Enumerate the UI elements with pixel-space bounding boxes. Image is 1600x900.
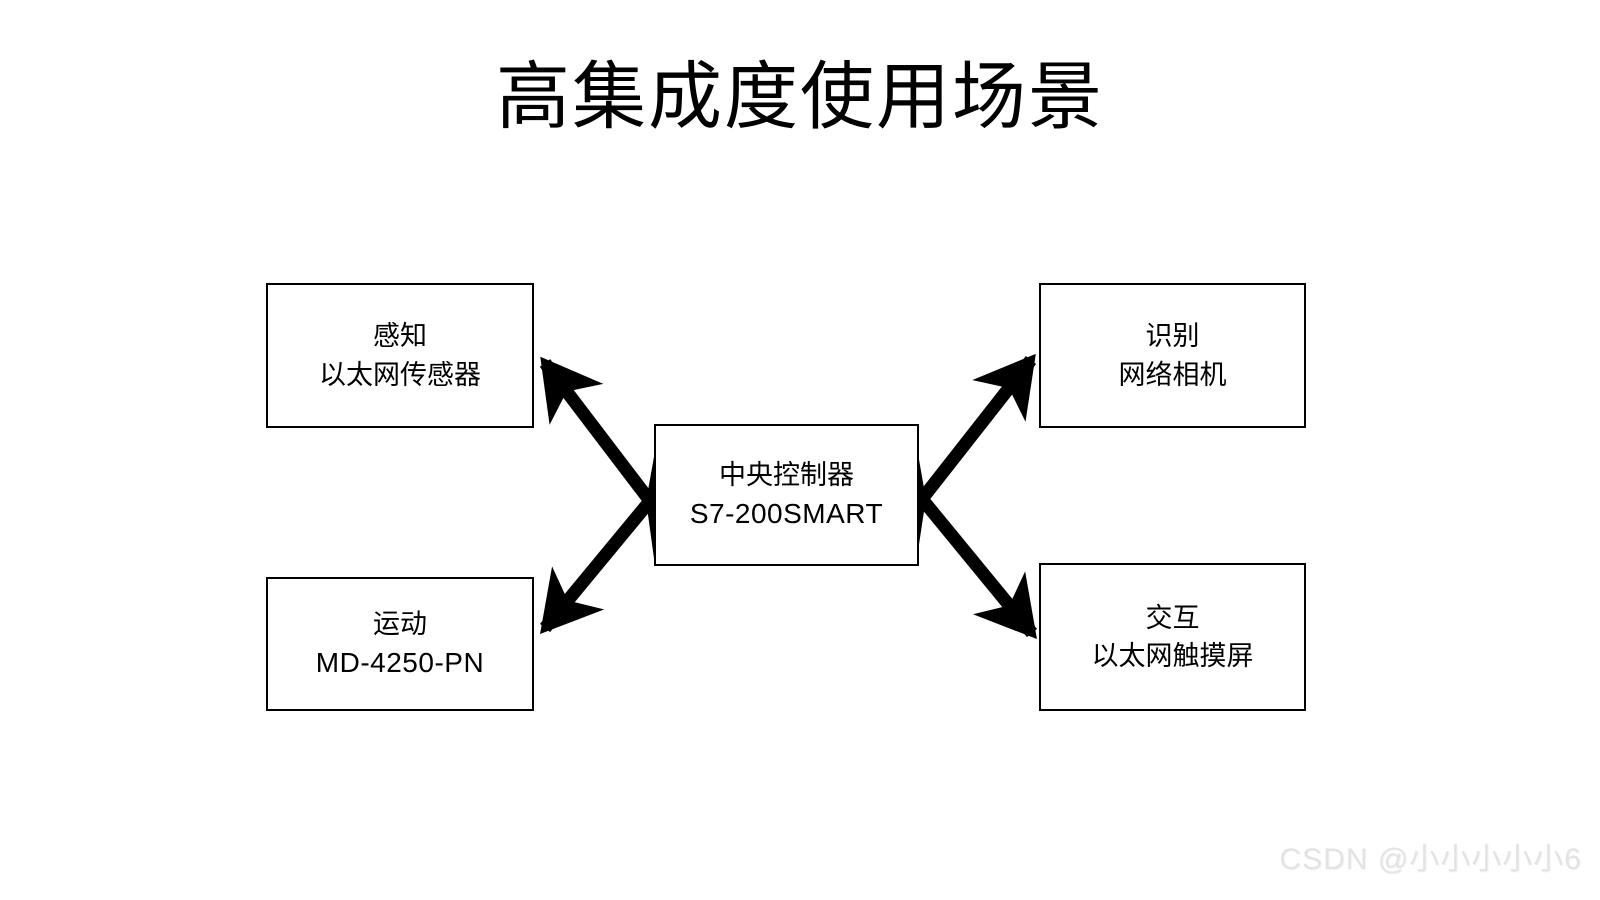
node-central-controller[interactable]: 中央控制器 S7-200SMART bbox=[654, 424, 919, 566]
node-hmi-title: 交互 bbox=[1145, 602, 1200, 633]
page-title: 高集成度使用场景 bbox=[496, 55, 1104, 138]
node-central-title: 中央控制器 bbox=[719, 459, 854, 490]
connector-central-hmi bbox=[862, 437, 1038, 640]
node-hmi[interactable]: 交互 以太网触摸屏 bbox=[1039, 563, 1306, 711]
csdn-watermark: CSDN @小小小小小6 bbox=[1279, 843, 1582, 876]
node-motion-subtitle: MD-4250-PN bbox=[315, 647, 485, 679]
connector-central-motion bbox=[539, 439, 710, 635]
node-sense-title: 感知 bbox=[373, 321, 427, 352]
node-sense[interactable]: 感知 以太网传感器 bbox=[266, 283, 534, 428]
node-vision[interactable]: 识别 网络相机 bbox=[1039, 283, 1306, 428]
node-central-subtitle: S7-200SMART bbox=[689, 498, 884, 530]
node-vision-title: 识别 bbox=[1145, 321, 1200, 352]
node-hmi-subtitle: 以太网触摸屏 bbox=[1091, 641, 1254, 671]
node-sense-subtitle: 以太网传感器 bbox=[319, 359, 481, 390]
connector-central-sense bbox=[539, 356, 709, 563]
node-vision-subtitle: 网络相机 bbox=[1118, 359, 1227, 390]
connector-central-vision bbox=[863, 353, 1037, 561]
node-motion-title: 运动 bbox=[373, 608, 427, 639]
node-motion[interactable]: 运动 MD-4250-PN bbox=[266, 577, 534, 711]
